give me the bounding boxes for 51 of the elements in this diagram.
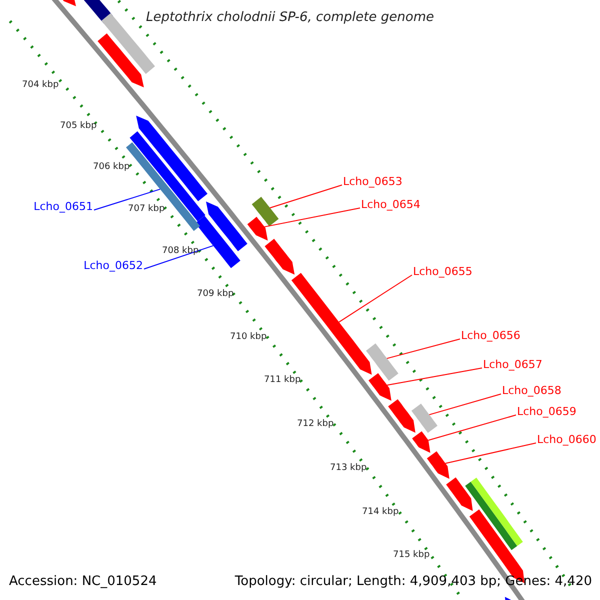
gene-feature bbox=[366, 343, 398, 381]
gene-label: Lcho_0653 bbox=[343, 176, 402, 187]
position-label: 709 kbp bbox=[197, 290, 234, 299]
position-label: 707 kbp bbox=[128, 205, 165, 214]
genome-stats-text: Topology: circular; Length: 4,909,403 bp; Genes: 4,420 bbox=[234, 575, 592, 588]
gene-feature bbox=[465, 482, 518, 550]
leader-line bbox=[386, 338, 460, 359]
gene-label: Lcho_0655 bbox=[413, 266, 472, 277]
gene-label: Lcho_0658 bbox=[502, 385, 562, 396]
gene-feature bbox=[411, 404, 438, 433]
gene-feature bbox=[446, 477, 473, 511]
position-label: 713 kbp bbox=[330, 464, 367, 473]
leader-line bbox=[94, 188, 161, 210]
gene-feature bbox=[130, 131, 206, 222]
position-label: 705 kbp bbox=[60, 122, 97, 131]
gene-label: Lcho_0660 bbox=[537, 434, 596, 445]
gene-label: Lcho_0657 bbox=[483, 359, 542, 370]
gene-label: Lcho_0656 bbox=[461, 330, 520, 341]
gene-feature bbox=[136, 116, 208, 202]
position-label: 704 kbp bbox=[22, 81, 59, 90]
map-title: Leptothrix cholodnii SP-6, complete genome bbox=[146, 11, 434, 24]
gene-label: Lcho_0654 bbox=[361, 199, 420, 210]
leader-line bbox=[444, 442, 536, 464]
gene-label: Lcho_0652 bbox=[84, 260, 143, 271]
position-label: 706 kbp bbox=[93, 163, 130, 172]
gene-feature bbox=[368, 373, 392, 401]
leader-line bbox=[144, 245, 214, 270]
gene-feature bbox=[291, 272, 372, 375]
position-label: 715 kbp bbox=[393, 551, 430, 560]
gene-feature bbox=[426, 451, 450, 479]
gene-feature bbox=[206, 202, 248, 252]
gene-label: Lcho_0659 bbox=[517, 406, 576, 417]
gene-feature bbox=[470, 478, 523, 546]
leader-line bbox=[269, 184, 342, 208]
position-label: 711 kbp bbox=[264, 376, 301, 385]
position-label: 710 kbp bbox=[230, 333, 267, 342]
gene-label: Lcho_0651 bbox=[34, 201, 93, 212]
gene-feature bbox=[264, 238, 295, 275]
leader-line bbox=[428, 394, 502, 416]
leader-line bbox=[428, 414, 516, 441]
gene-feature bbox=[247, 216, 268, 241]
position-label: 712 kbp bbox=[297, 420, 334, 429]
gene-feature bbox=[412, 431, 430, 453]
gene-feature bbox=[252, 196, 279, 226]
position-label: 708 kbp bbox=[162, 247, 199, 256]
leader-line bbox=[338, 274, 412, 323]
gene-feature bbox=[388, 399, 416, 433]
gene-feature bbox=[98, 33, 144, 88]
position-label: 714 kbp bbox=[362, 508, 399, 517]
accession-text: Accession: NC_010524 bbox=[9, 575, 157, 588]
leader-line bbox=[264, 208, 360, 228]
